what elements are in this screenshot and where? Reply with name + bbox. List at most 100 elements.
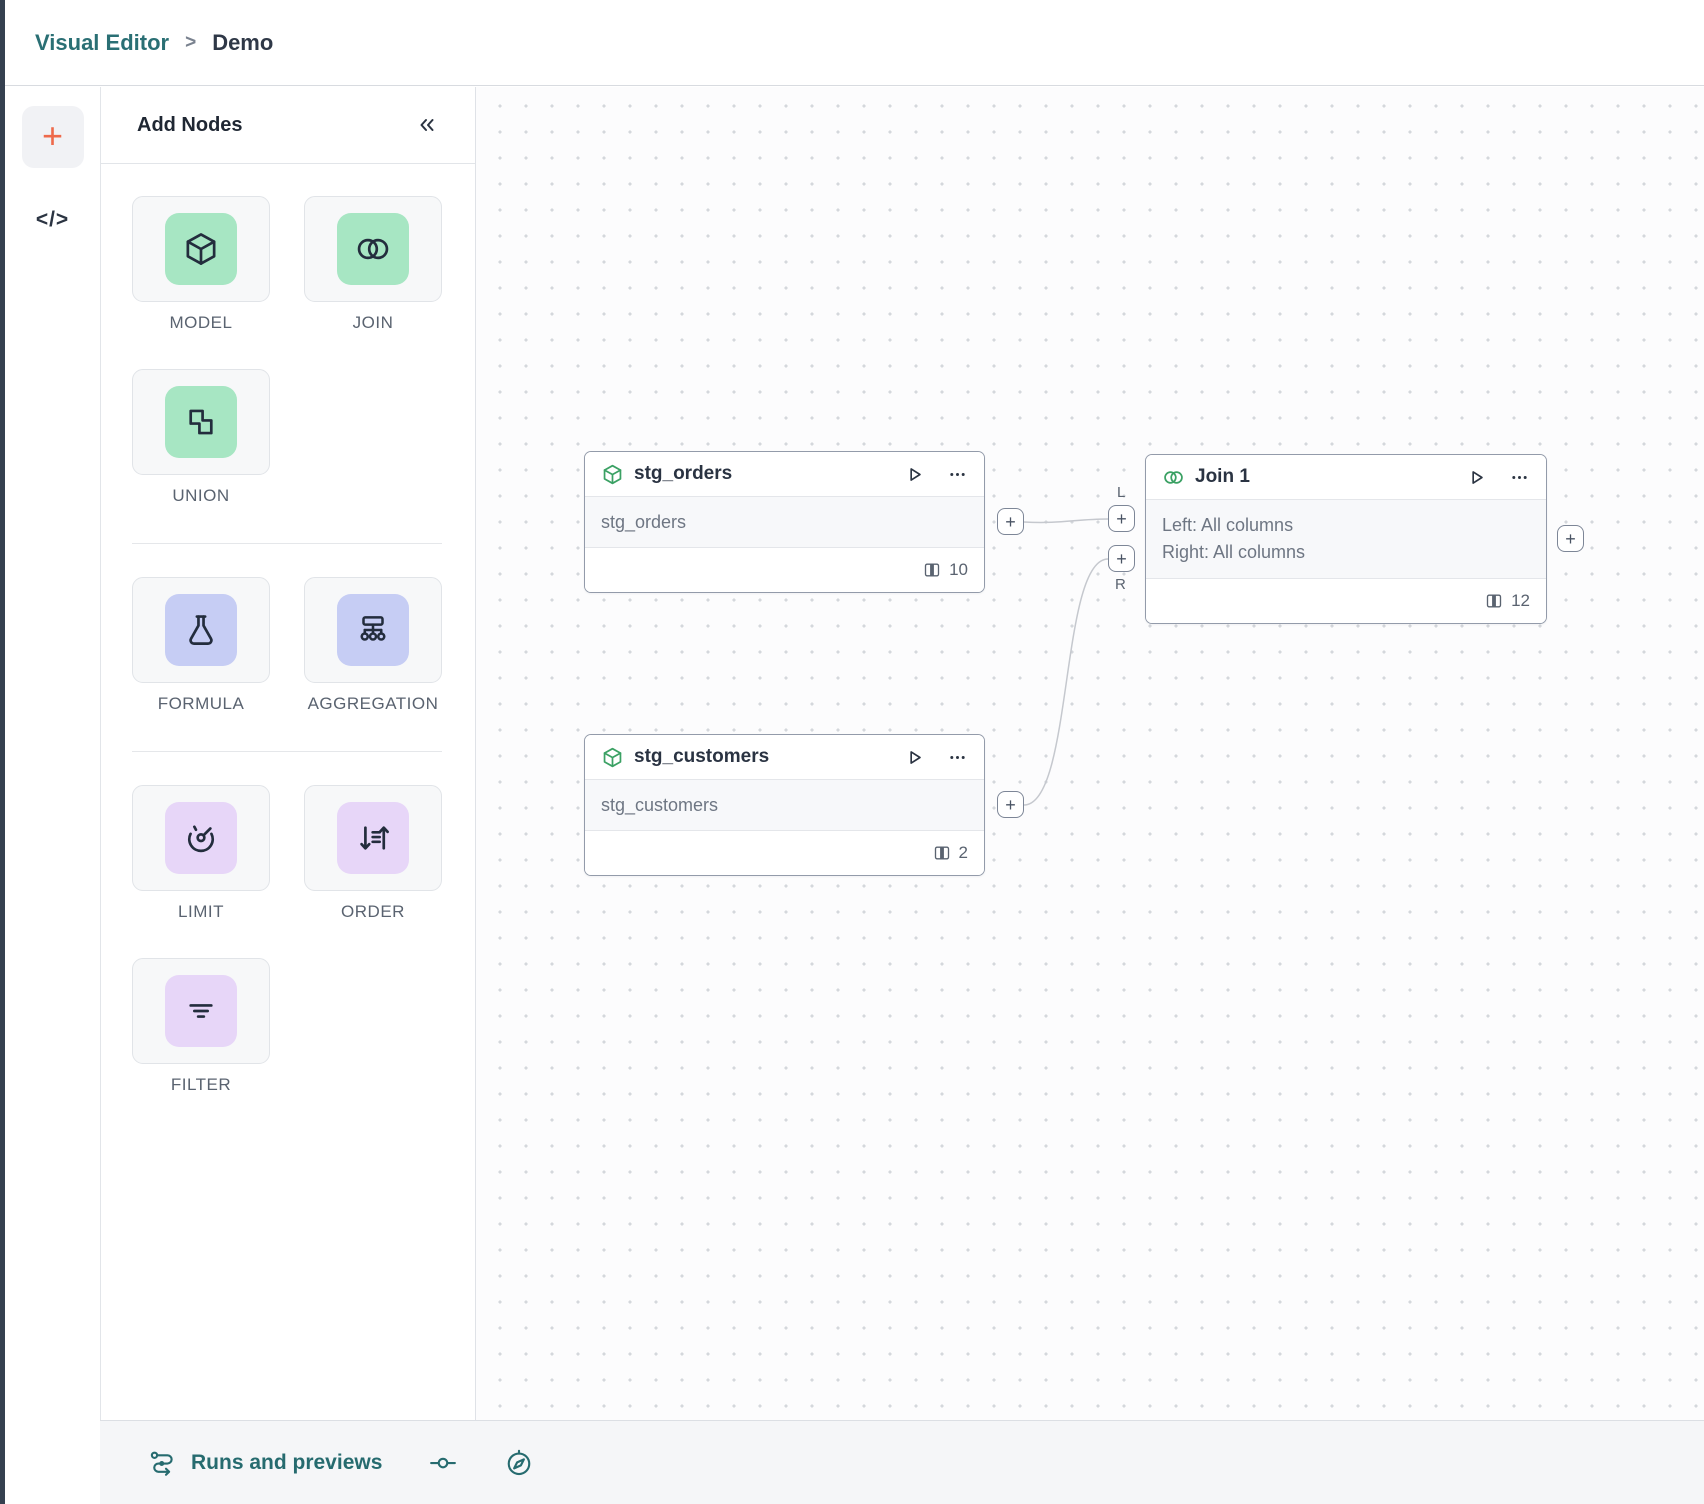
run-node-button[interactable]: [904, 747, 925, 768]
add-node-tile-union[interactable]: UNION: [132, 369, 270, 506]
flask-icon: [189, 615, 213, 645]
columns-icon: [924, 563, 940, 577]
column-count: 12: [1511, 591, 1530, 610]
cube-icon: [186, 233, 216, 265]
ellipsis-icon: [1512, 475, 1527, 479]
plus-icon: +: [1005, 511, 1016, 532]
breadcrumb-page-title: Demo: [212, 29, 274, 55]
join-right-detail: Right: All columns: [1162, 542, 1306, 562]
node-subtitle-row: stg_customers: [585, 780, 984, 831]
filter-lines-icon: [189, 1004, 213, 1018]
node-menu-button[interactable]: [947, 747, 968, 768]
add-node-tile-formula[interactable]: FORMULA: [132, 577, 270, 714]
left-edge-divider: [0, 0, 5, 1504]
cube-icon: [603, 747, 622, 767]
plus-icon: +: [41, 114, 64, 156]
node-header: stg_orders: [585, 452, 984, 497]
port-stg-orders-output[interactable]: +: [997, 508, 1024, 535]
add-node-tile-filter[interactable]: FILTER: [132, 958, 270, 1095]
port-join-output[interactable]: +: [1557, 525, 1584, 552]
chevrons-left-icon: [420, 119, 434, 131]
node-footer: 2: [585, 831, 984, 875]
columns-icon: [1486, 594, 1502, 608]
plus-icon: +: [1116, 508, 1127, 529]
tile-label: FILTER: [170, 1075, 232, 1094]
panel-title: Add Nodes: [137, 113, 243, 136]
node-footer: 12: [1146, 579, 1546, 623]
sort-arrows-icon: [360, 826, 389, 850]
node-title: Join 1: [1195, 466, 1250, 487]
node-subtitle: stg_orders: [601, 511, 687, 532]
breadcrumb-separator: >: [185, 31, 197, 53]
node-title: stg_customers: [634, 746, 770, 767]
port-join-right-input[interactable]: +: [1108, 545, 1135, 572]
add-nodes-header: Add Nodes: [101, 87, 475, 164]
tile-label: JOIN: [352, 313, 394, 332]
play-icon: [1472, 470, 1483, 484]
collapse-panel-button[interactable]: [415, 113, 439, 137]
flow-canvas[interactable]: stg_orders stg_orders: [476, 87, 1704, 1420]
play-icon: [910, 750, 921, 764]
port-label-left: L: [1117, 484, 1126, 501]
code-icon: </>: [35, 208, 70, 231]
breadcrumb-visual-editor[interactable]: Visual Editor: [35, 29, 170, 55]
add-button[interactable]: +: [21, 106, 84, 168]
run-node-button[interactable]: [1466, 467, 1487, 488]
node-header: Join 1: [1146, 455, 1546, 500]
tile-label: FORMULA: [157, 694, 245, 713]
plus-icon: +: [1565, 528, 1576, 549]
code-view-button[interactable]: </>: [36, 208, 69, 232]
union-shapes-icon: [189, 409, 213, 435]
add-nodes-panel: Add Nodes MODEL: [100, 87, 476, 1420]
compass-icon[interactable]: [504, 1448, 534, 1478]
node-stg-orders[interactable]: stg_orders stg_orders: [584, 451, 985, 593]
port-label-right: R: [1115, 576, 1126, 593]
commit-icon[interactable]: [428, 1448, 458, 1478]
add-node-tile-order[interactable]: ORDER: [304, 785, 442, 922]
cube-icon: [603, 464, 622, 484]
node-group-sources: MODEL JOIN UNION: [132, 196, 442, 506]
add-node-tile-join[interactable]: JOIN: [304, 196, 442, 333]
node-title: stg_orders: [634, 463, 733, 484]
node-subtitle: stg_customers: [601, 794, 719, 815]
node-detail-rows: Left: All columns Right: All columns: [1146, 500, 1546, 579]
breadcrumb: Visual Editor > Demo: [5, 0, 1704, 86]
node-menu-button[interactable]: [1509, 467, 1530, 488]
panel-divider: [132, 751, 442, 752]
tile-label: AGGREGATION: [307, 694, 439, 713]
tile-label: LIMIT: [178, 902, 224, 921]
sitemap-icon: [360, 616, 386, 641]
runs-and-previews-button[interactable]: Runs and previews: [191, 1450, 383, 1474]
column-count: 10: [949, 560, 968, 579]
join-circles-icon: [357, 238, 389, 260]
node-group-shape: LIMIT ORDER: [132, 785, 442, 1095]
join-left-detail: Left: All columns: [1162, 515, 1294, 535]
tile-label: UNION: [172, 486, 230, 505]
node-group-transform: FORMULA AGGREGATION: [132, 577, 442, 714]
add-node-tile-limit[interactable]: LIMIT: [132, 785, 270, 922]
add-nodes-list: MODEL JOIN UNION: [101, 164, 475, 1095]
ellipsis-icon: [950, 472, 965, 476]
join-circles-icon: [1164, 470, 1183, 484]
tile-label: ORDER: [341, 902, 405, 921]
node-footer: 10: [585, 548, 984, 592]
run-node-button[interactable]: [904, 464, 925, 485]
node-stg-customers[interactable]: stg_customers stg_customers: [584, 734, 985, 876]
node-menu-button[interactable]: [947, 464, 968, 485]
left-toolbar: + </>: [5, 87, 100, 1504]
tile-label: MODEL: [169, 313, 233, 332]
panel-divider: [132, 543, 442, 544]
columns-icon: [934, 846, 949, 860]
plus-icon: +: [1116, 548, 1127, 569]
node-header: stg_customers: [585, 735, 984, 780]
port-stg-customers-output[interactable]: +: [997, 791, 1024, 818]
runs-icon: [148, 1448, 178, 1478]
port-join-left-input[interactable]: +: [1108, 505, 1135, 532]
add-node-tile-aggregation[interactable]: AGGREGATION: [304, 577, 442, 714]
node-join-1[interactable]: Join 1 Left: All columns R: [1145, 454, 1547, 624]
status-bar: Runs and previews: [100, 1420, 1704, 1504]
play-icon: [910, 467, 921, 481]
column-count: 2: [958, 843, 968, 862]
add-node-tile-model[interactable]: MODEL: [132, 196, 270, 333]
